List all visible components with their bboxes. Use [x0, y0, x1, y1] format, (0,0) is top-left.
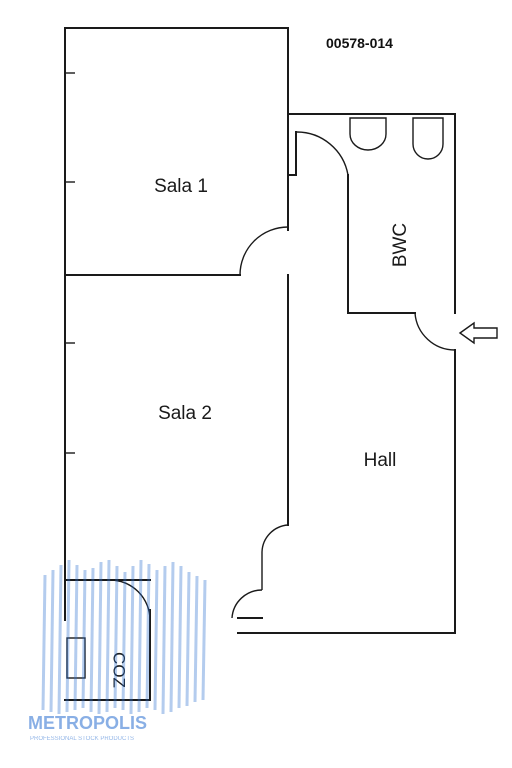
- watermark-logo: METROPOLIS PROFESSIONAL STOCK PRODUCTS: [28, 559, 207, 742]
- room-label-sala2: Sala 2: [158, 403, 212, 424]
- arrow-left-icon: [458, 321, 498, 345]
- door-kitchen: [109, 579, 151, 621]
- room-label-bwc: BWC: [390, 223, 411, 267]
- watermark-tagline: PROFESSIONAL STOCK PRODUCTS: [30, 736, 134, 742]
- walls: [64, 27, 456, 701]
- door-entrance: [414, 312, 456, 351]
- toilet-icon: [349, 117, 387, 151]
- toilet-icon: [412, 117, 444, 160]
- room-label-sala1: Sala 1: [154, 176, 208, 197]
- door-sala1: [239, 226, 289, 276]
- door-sala2: [231, 524, 289, 619]
- room-label-hall: Hall: [364, 450, 397, 471]
- wall-ticks: [65, 72, 75, 454]
- kitchen-counter: [66, 637, 86, 679]
- door-bwc: [295, 131, 349, 176]
- watermark-brand: METROPOLIS: [28, 713, 147, 733]
- room-label-coz: COZ: [110, 652, 129, 688]
- plan-code: 00578-014: [326, 35, 393, 51]
